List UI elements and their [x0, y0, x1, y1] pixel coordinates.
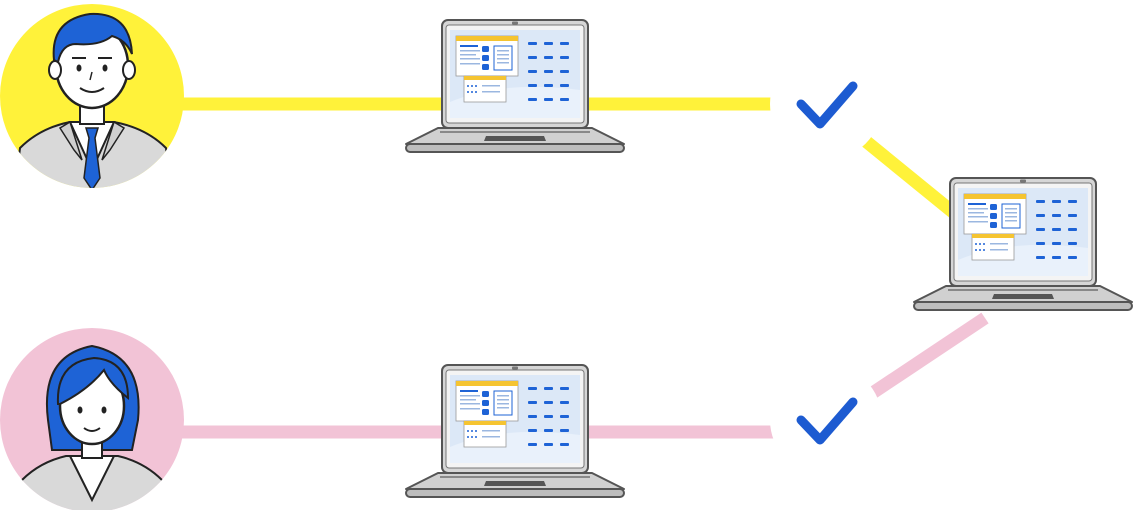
- businesswoman-avatar: [0, 328, 184, 510]
- laptop-right: [913, 177, 1133, 311]
- checkmark-icon: [796, 81, 858, 129]
- check-bottom: [770, 364, 882, 476]
- checkmark-icon: [796, 397, 858, 445]
- businessman-avatar: [0, 4, 184, 188]
- check-top: [770, 48, 882, 160]
- laptop-top: [405, 19, 625, 153]
